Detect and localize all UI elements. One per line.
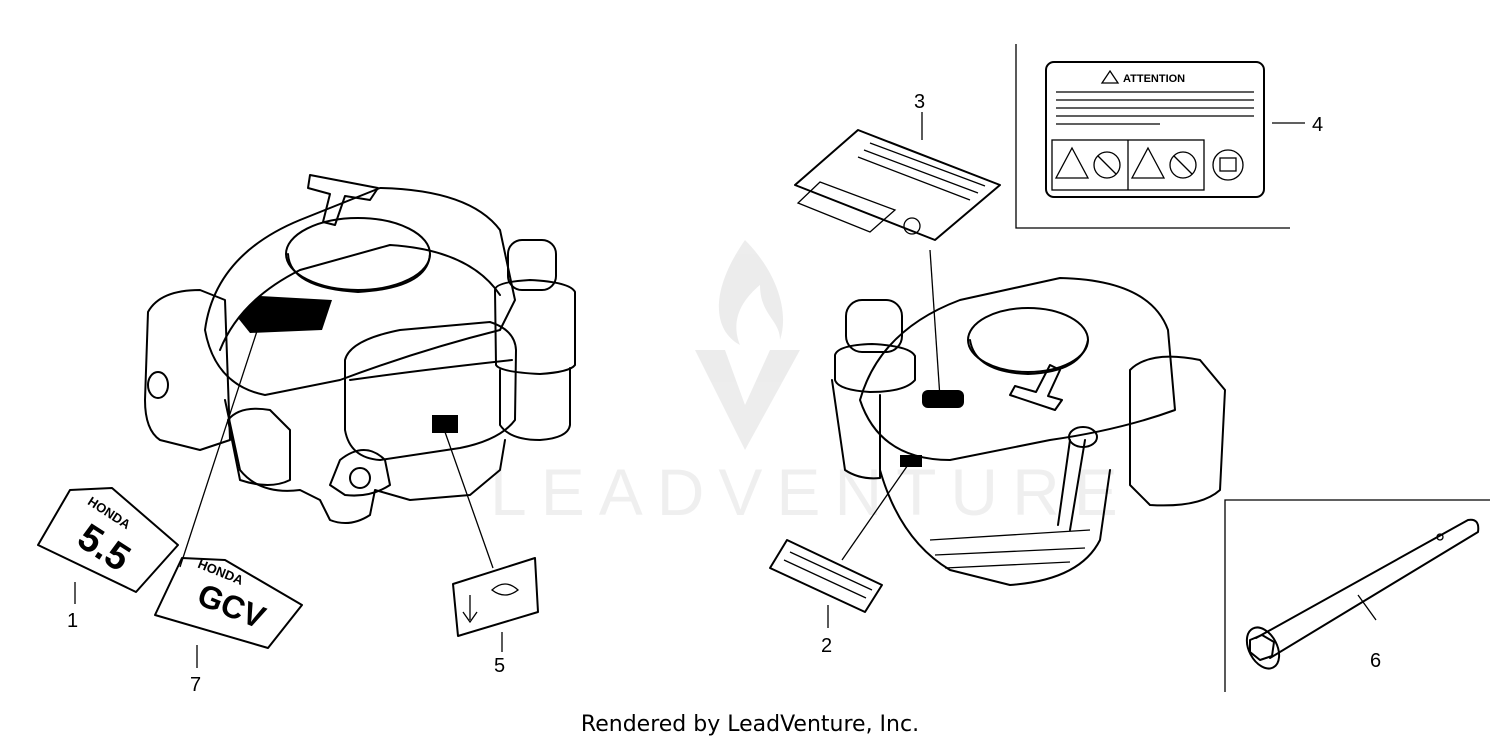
decal-part-5 (452, 557, 539, 637)
callout-7: 7 (190, 674, 201, 696)
callout-4: 4 (1312, 114, 1323, 136)
footer-credit: Rendered by LeadVenture, Inc. (580, 712, 920, 737)
left-engine-assembly (144, 174, 576, 525)
right-engine-assembly (831, 277, 1226, 586)
air-cleaner-decal-area (432, 415, 458, 433)
prohibition-icon (1093, 151, 1121, 179)
warning-triangle-icon (1100, 69, 1120, 84)
manual-book-icon (1212, 149, 1244, 181)
watermark-text: LEADVENTURE (490, 455, 1132, 529)
prohibition-icon (1169, 151, 1197, 179)
hazard-triangle-icon (1130, 146, 1166, 179)
label-part-2 (769, 539, 883, 613)
callout-2: 2 (821, 635, 832, 657)
left-leader-lines (74, 327, 503, 668)
watermark: LEADVENTURE (490, 240, 1132, 529)
label-part-4: ATTENTION (1015, 44, 1290, 229)
callout-numbers: 1 2 3 4 5 6 7 (67, 91, 1381, 696)
callout-5: 5 (494, 655, 505, 677)
callout-3: 3 (914, 91, 925, 113)
decal-part-1: HONDA 5.5 (37, 487, 179, 593)
shroud-decal-area (238, 296, 332, 333)
callout-6: 6 (1370, 650, 1381, 672)
tool-part-6 (1224, 499, 1490, 692)
callout-1: 1 (67, 610, 78, 632)
right-shroud-decal-area (922, 390, 964, 408)
attention-label-text: ATTENTION (1123, 73, 1185, 85)
decal-7-model-text: GCV (193, 576, 271, 636)
right-side-decal-area (900, 455, 922, 467)
right-leader-lines (827, 112, 1305, 628)
watermark-logo-icon (695, 240, 800, 450)
label-part-3 (794, 129, 1001, 241)
decal-part-7: HONDA GCV (154, 556, 303, 649)
hazard-triangle-icon (1054, 146, 1090, 179)
